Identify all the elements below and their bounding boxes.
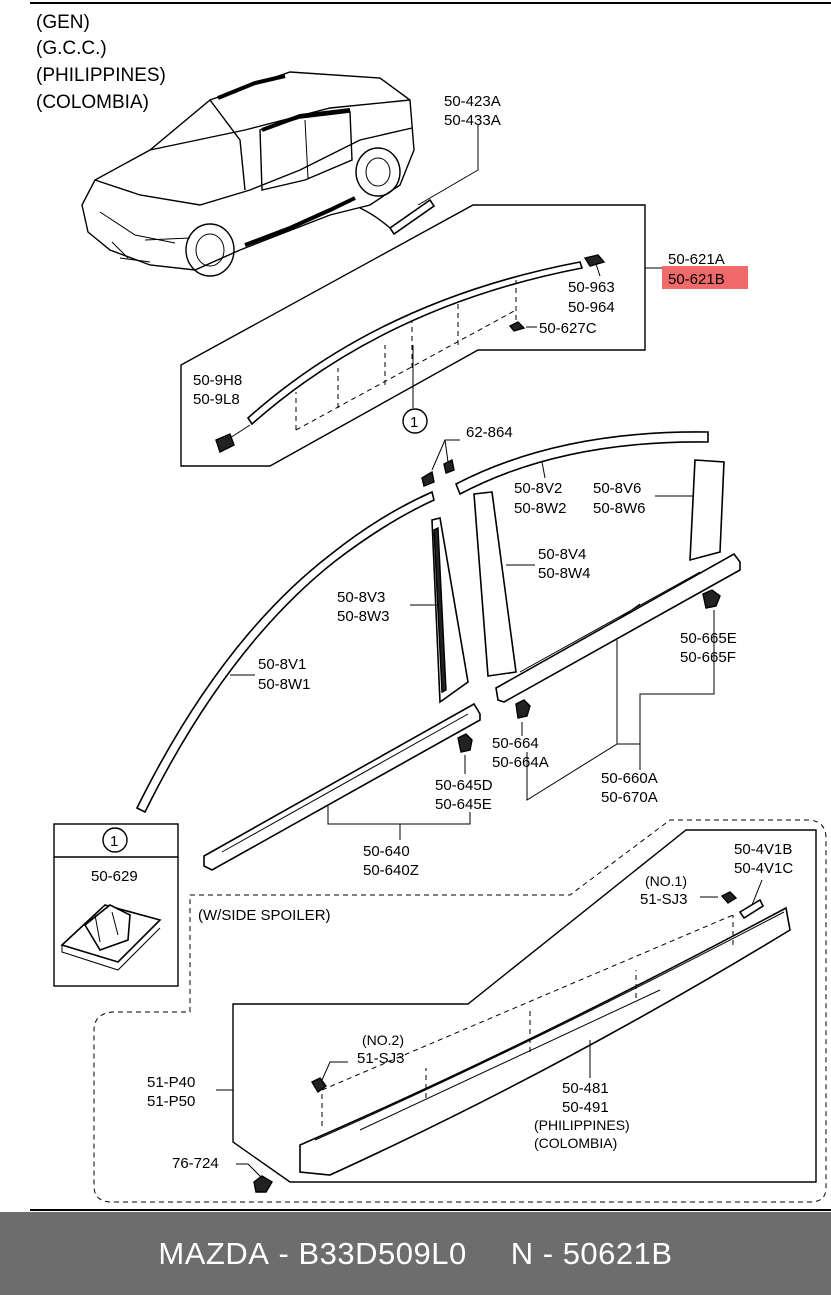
- label-50-621b: 50-621B: [668, 271, 725, 288]
- footer-n: N: [510, 1235, 534, 1271]
- label-50-640z: 50-640Z: [363, 862, 419, 879]
- label-50-629: 50-629: [91, 868, 138, 885]
- label-no1: (NO.1): [645, 873, 687, 889]
- label-50-9h8: 50-9H8: [193, 372, 242, 389]
- highlight-box: [662, 266, 748, 289]
- label-50-640: 50-640: [363, 843, 410, 860]
- label-no2: (NO.2): [362, 1032, 404, 1048]
- label-50-491: 50-491: [562, 1099, 609, 1116]
- label-colombia: (COLOMBIA): [534, 1135, 617, 1151]
- footer-dash-2: -: [533, 1235, 563, 1271]
- label-50-8v2: 50-8V2: [514, 480, 562, 497]
- label-50-8v6: 50-8V6: [593, 480, 641, 497]
- belt-mouldings: [203, 552, 741, 871]
- car-illustration: [81, 71, 415, 277]
- label-50-627c: 50-627C: [539, 320, 597, 337]
- market-notes: (GEN) (G.C.C.) (PHILIPPINES) (COLOMBIA): [36, 12, 166, 113]
- label-50-433a: 50-433A: [444, 112, 501, 129]
- footer-ref: 50621B: [562, 1235, 673, 1271]
- label-50-664: 50-664: [492, 735, 539, 752]
- roof-moulding-box: [180, 204, 662, 467]
- label-50-660a: 50-660A: [601, 770, 658, 787]
- label-50-670a: 50-670A: [601, 789, 658, 806]
- label-50-645d: 50-645D: [435, 777, 493, 794]
- window-mouldings: [135, 431, 725, 814]
- label-51-p40: 51-P40: [147, 1074, 195, 1091]
- label-50-621a: 50-621A: [668, 251, 725, 268]
- label-50-665f: 50-665F: [680, 649, 736, 666]
- note-gen: (GEN): [36, 12, 90, 33]
- label-50-8w6: 50-8W6: [593, 500, 646, 517]
- spoiler-title: (W/SIDE SPOILER): [198, 907, 331, 924]
- callout-circle-1: 1: [410, 414, 418, 431]
- inset-clip-box: [53, 823, 179, 987]
- inset-circle-number: 1: [110, 833, 118, 850]
- label-50-8w4: 50-8W4: [538, 565, 591, 582]
- label-philippines: (PHILIPPINES): [534, 1117, 630, 1133]
- label-50-481: 50-481: [562, 1080, 609, 1097]
- label-51-sj3-no1: 51-SJ3: [640, 891, 688, 908]
- label-50-8v1: 50-8V1: [258, 656, 306, 673]
- label-51-sj3-no2: 51-SJ3: [357, 1050, 405, 1067]
- label-50-964: 50-964: [568, 299, 615, 316]
- note-philippines: (PHILIPPINES): [36, 65, 166, 86]
- label-50-8w1: 50-8W1: [258, 676, 311, 693]
- part-number-footer: MAZDA - B33D509L0 N - 50621B: [0, 1212, 831, 1295]
- label-76-724: 76-724: [172, 1155, 219, 1172]
- part-50-423a: [388, 125, 479, 236]
- label-50-4v1b: 50-4V1B: [734, 841, 792, 858]
- label-50-8v3: 50-8V3: [337, 589, 385, 606]
- label-50-8w2: 50-8W2: [514, 500, 567, 517]
- label-50-665e: 50-665E: [680, 630, 737, 647]
- footer-brand: MAZDA: [158, 1235, 270, 1271]
- footer-dash-1: -: [269, 1235, 299, 1271]
- label-62-864: 62-864: [466, 424, 513, 441]
- footer-part-number: B33D509L0: [298, 1235, 467, 1271]
- note-gcc: (G.C.C.): [36, 38, 107, 59]
- label-50-645e: 50-645E: [435, 796, 492, 813]
- label-50-963: 50-963: [568, 279, 615, 296]
- label-51-p50: 51-P50: [147, 1093, 195, 1110]
- side-spoiler-region: [93, 819, 827, 1203]
- label-50-8v4: 50-8V4: [538, 546, 586, 563]
- label-50-664a: 50-664A: [492, 754, 549, 771]
- label-50-423a: 50-423A: [444, 93, 501, 110]
- label-50-8w3: 50-8W3: [337, 608, 390, 625]
- label-50-9l8: 50-9L8: [193, 391, 240, 408]
- parts-diagram: (GEN) (G.C.C.) (PHILIPPINES) (COLOMBIA) …: [30, 2, 831, 1211]
- label-50-4v1c: 50-4V1C: [734, 860, 793, 877]
- note-colombia: (COLOMBIA): [36, 92, 149, 113]
